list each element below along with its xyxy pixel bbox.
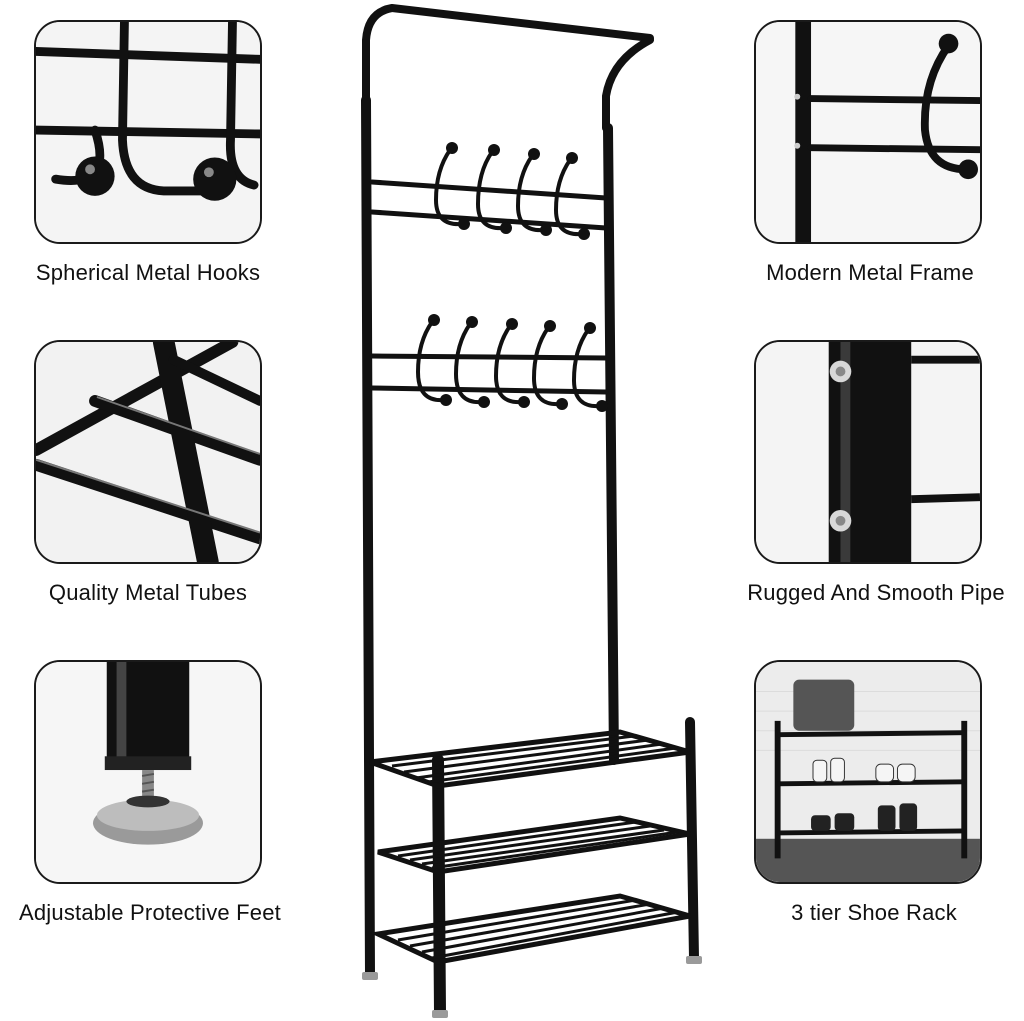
feature-label-tubes: Quality Metal Tubes (48, 580, 248, 605)
feature-label-hooks: Spherical Metal Hooks (35, 260, 261, 285)
feature-label-frame: Modern Metal Frame (766, 260, 974, 285)
coat-rack-product-image (361, 4, 702, 1018)
hooks-closeup-image (34, 20, 262, 244)
tubes-closeup-image (34, 340, 262, 564)
pipe-closeup-image (754, 340, 982, 564)
feature-label-feet: Adjustable Protective Feet (18, 900, 282, 925)
shoe-rack-closeup-image (754, 660, 982, 884)
feature-label-shoe-rack: 3 tier Shoe Rack (791, 900, 957, 925)
feature-label-pipe: Rugged And Smooth Pipe (747, 580, 1005, 605)
feet-closeup-image (34, 660, 262, 884)
frame-closeup-image (754, 20, 982, 244)
